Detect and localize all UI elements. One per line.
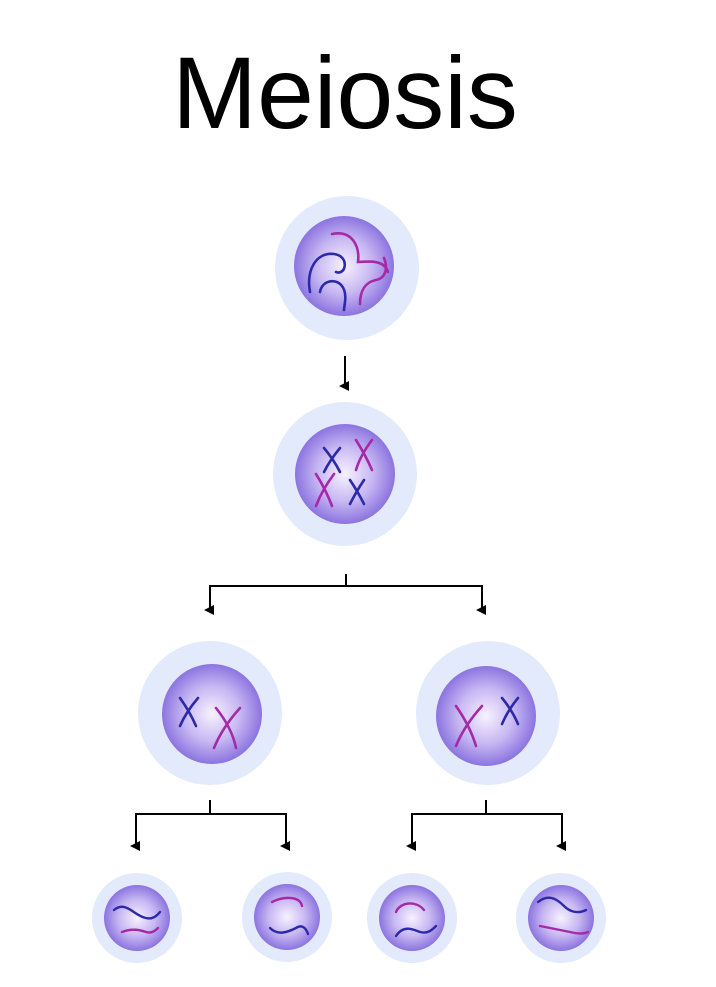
replicated-cell (273, 402, 417, 546)
chromosome-x (500, 696, 520, 726)
chromosome-x (454, 704, 484, 748)
gamete-cell-2 (242, 872, 332, 962)
chromosome-strand (307, 252, 347, 294)
split-arrow-left (130, 800, 290, 851)
daughter-cell-left (138, 641, 282, 785)
gamete-nucleus (254, 884, 320, 950)
daughter-nucleus (436, 666, 536, 766)
chromosome-strand (358, 256, 388, 306)
diagram-title: Meiosis (172, 36, 518, 150)
chromosome-strand (538, 924, 590, 935)
chromosome-strand (112, 905, 162, 920)
chromosome-strand (318, 279, 347, 312)
gamete-cell-3 (367, 873, 457, 963)
chromosome-x (348, 478, 366, 506)
split-arrow-1 (204, 574, 486, 615)
chromosome-x (178, 696, 200, 728)
chromosome-strand (394, 924, 438, 938)
chromosome-strand (120, 926, 160, 934)
gamete-nucleus (379, 885, 445, 951)
chromosome-strand (330, 232, 390, 274)
chromosome-x (212, 706, 242, 750)
replicated-nucleus (295, 424, 395, 524)
chromosome-strand (270, 896, 304, 908)
chromosome-strand (394, 902, 426, 914)
chromosome-x (354, 438, 374, 472)
daughter-cell-right (416, 641, 560, 785)
parent-cell (275, 196, 419, 340)
gamete-nucleus (528, 885, 594, 951)
gamete-cell-1 (92, 873, 182, 963)
gamete-nucleus (104, 885, 170, 951)
chromosome-strand (536, 896, 588, 914)
chromosome-strand (268, 925, 310, 936)
daughter-nucleus (162, 664, 262, 764)
chromosome-x (322, 446, 342, 474)
chromosome-x (314, 472, 336, 508)
gamete-cell-4 (516, 873, 606, 963)
split-arrow-right (406, 800, 566, 851)
